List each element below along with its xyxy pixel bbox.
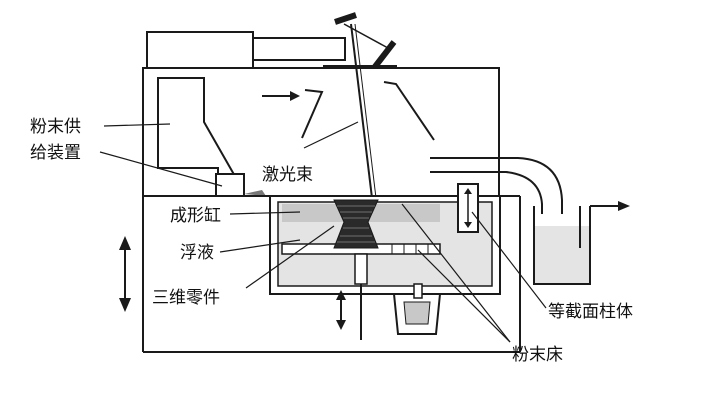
three-d-part-shape [333,199,379,249]
exhaust-duct [383,81,563,214]
piston-shaft [354,253,368,340]
label-powder-feeder-line1: 粉末供 [30,117,81,137]
label-floating-liquid: 浮液 [180,243,214,263]
vertical-motion-arrow-left [119,236,131,312]
label-powder-feeder-line2: 给装置 [30,143,81,163]
laser-beam-path [350,23,377,199]
equal-section-column-shape [457,183,479,233]
label-three-d-part: 三维零件 [152,288,220,308]
vertical-motion-arrow-piston [336,290,346,330]
exhaust-trap [533,201,630,285]
label-forming-cylinder: 成形缸 [170,205,221,226]
powder-feeder-hopper [157,77,266,197]
label-laser-beam: 激光束 [262,165,313,185]
label-equal-section-column: 等截面柱体 [548,302,633,322]
overflow-container [392,283,442,335]
gas-inlet-arrow [262,89,324,139]
leader-lines [99,121,547,343]
label-powder-bed: 粉末床 [512,345,563,365]
laser-unit [146,31,346,69]
